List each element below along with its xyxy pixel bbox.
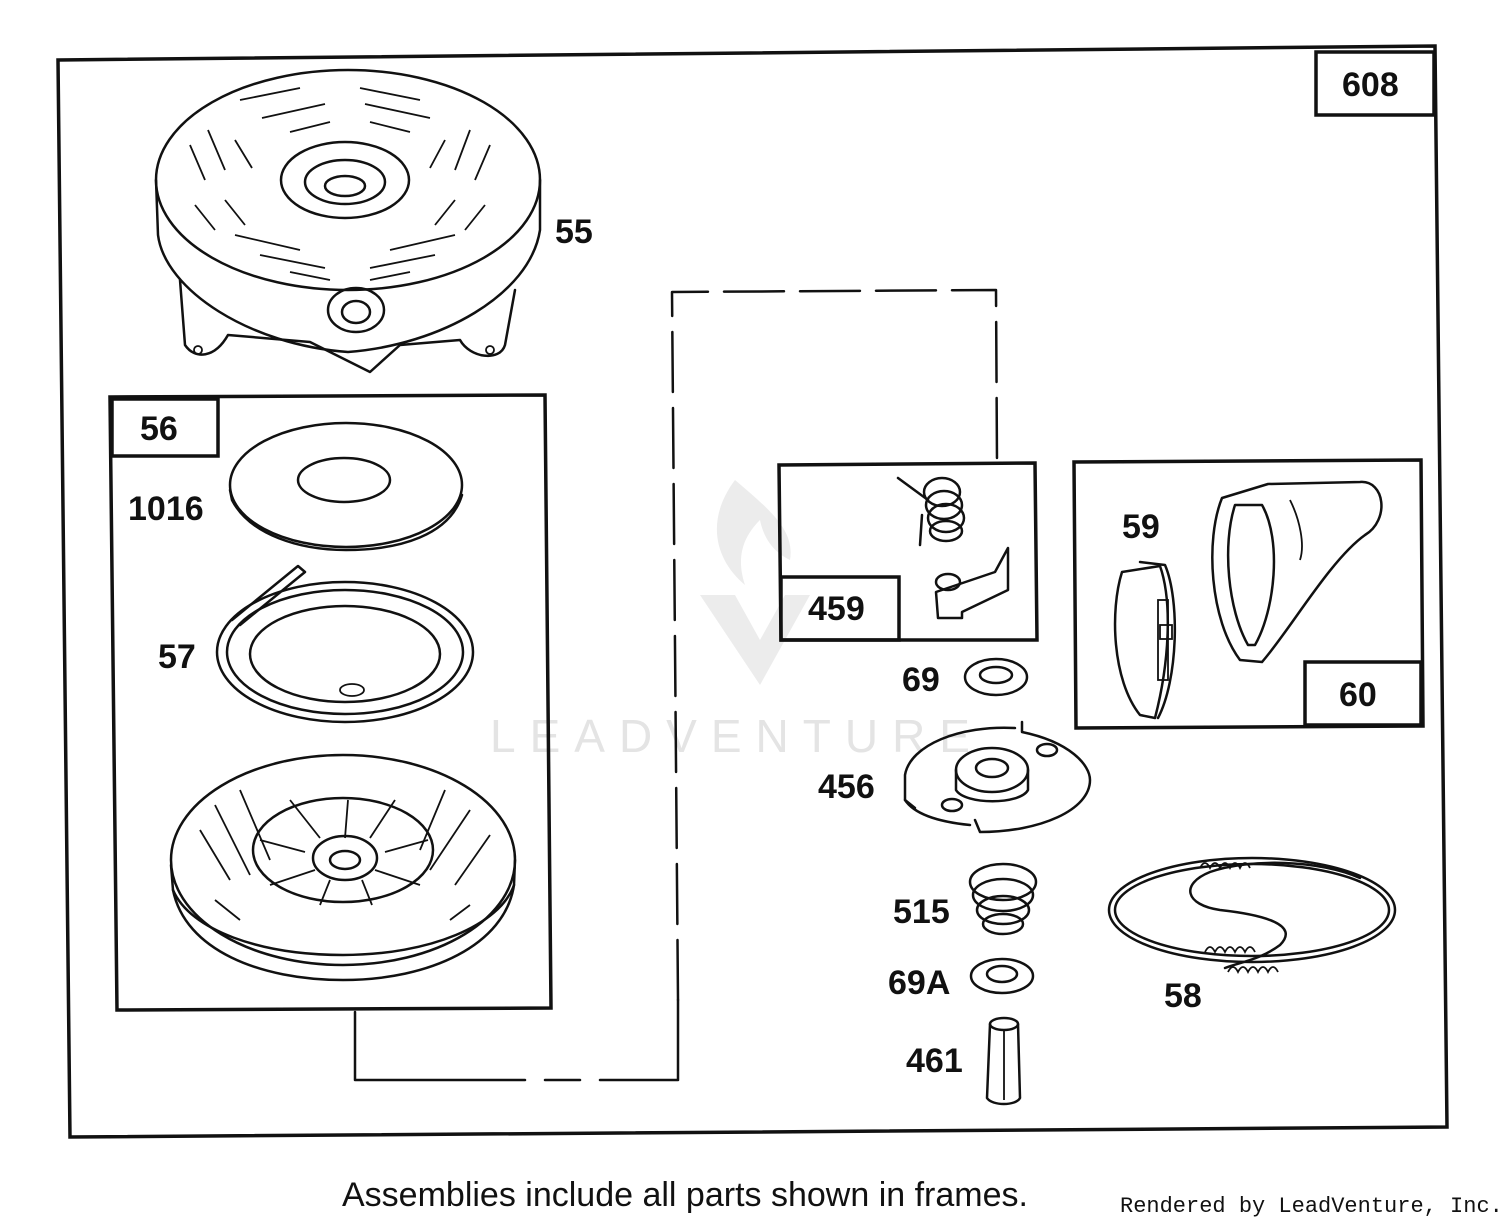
pawl-part: [934, 546, 1010, 620]
connector-lines: [353, 288, 999, 1082]
handle-frame: [1072, 458, 1425, 730]
pulley-part: [169, 753, 517, 982]
callout-69: 69: [902, 661, 940, 699]
callout-57: 57: [158, 638, 196, 676]
callout-60: 60: [1339, 676, 1377, 714]
watermark-text: LEADVENTURE: [490, 710, 984, 762]
brake-spring-part: [968, 862, 1038, 936]
callout-608: 608: [1342, 66, 1399, 104]
callout-59: 59: [1122, 508, 1160, 546]
callout-459: 459: [808, 590, 865, 628]
assembly-label-box: [1314, 50, 1436, 117]
watermark-logo: LEADVENTURE: [490, 480, 984, 762]
pin-part: [985, 1016, 1022, 1106]
spring-part: [215, 564, 475, 724]
callout-515: 515: [893, 893, 950, 931]
housing-part: [154, 68, 542, 374]
assembly-frame: [56, 44, 1449, 1139]
callout-56: 56: [140, 410, 178, 448]
rope-part: [1107, 856, 1397, 975]
callout-55: 55: [555, 213, 593, 251]
pawl-spring-part: [896, 476, 966, 547]
render-credit: Rendered by LeadVenture, Inc.: [1120, 1194, 1500, 1219]
pulley-label-box: [110, 397, 220, 458]
handle-label-box: [1303, 660, 1423, 727]
insert-part: [1113, 560, 1177, 720]
callout-461: 461: [906, 1042, 963, 1080]
pulley-frame: [108, 393, 553, 1012]
washer-a-part: [969, 957, 1035, 995]
handle-part: [1211, 480, 1383, 664]
callout-69a: 69A: [888, 964, 950, 1002]
footer-note: Assemblies include all parts shown in fr…: [342, 1176, 1028, 1214]
retainer-part: [903, 720, 1092, 834]
pawl-label-box: [779, 575, 901, 642]
washer-part: [963, 657, 1029, 697]
callout-456: 456: [818, 768, 875, 806]
seal-part: [228, 421, 464, 552]
callout-1016: 1016: [128, 490, 204, 528]
callout-58: 58: [1164, 977, 1202, 1015]
